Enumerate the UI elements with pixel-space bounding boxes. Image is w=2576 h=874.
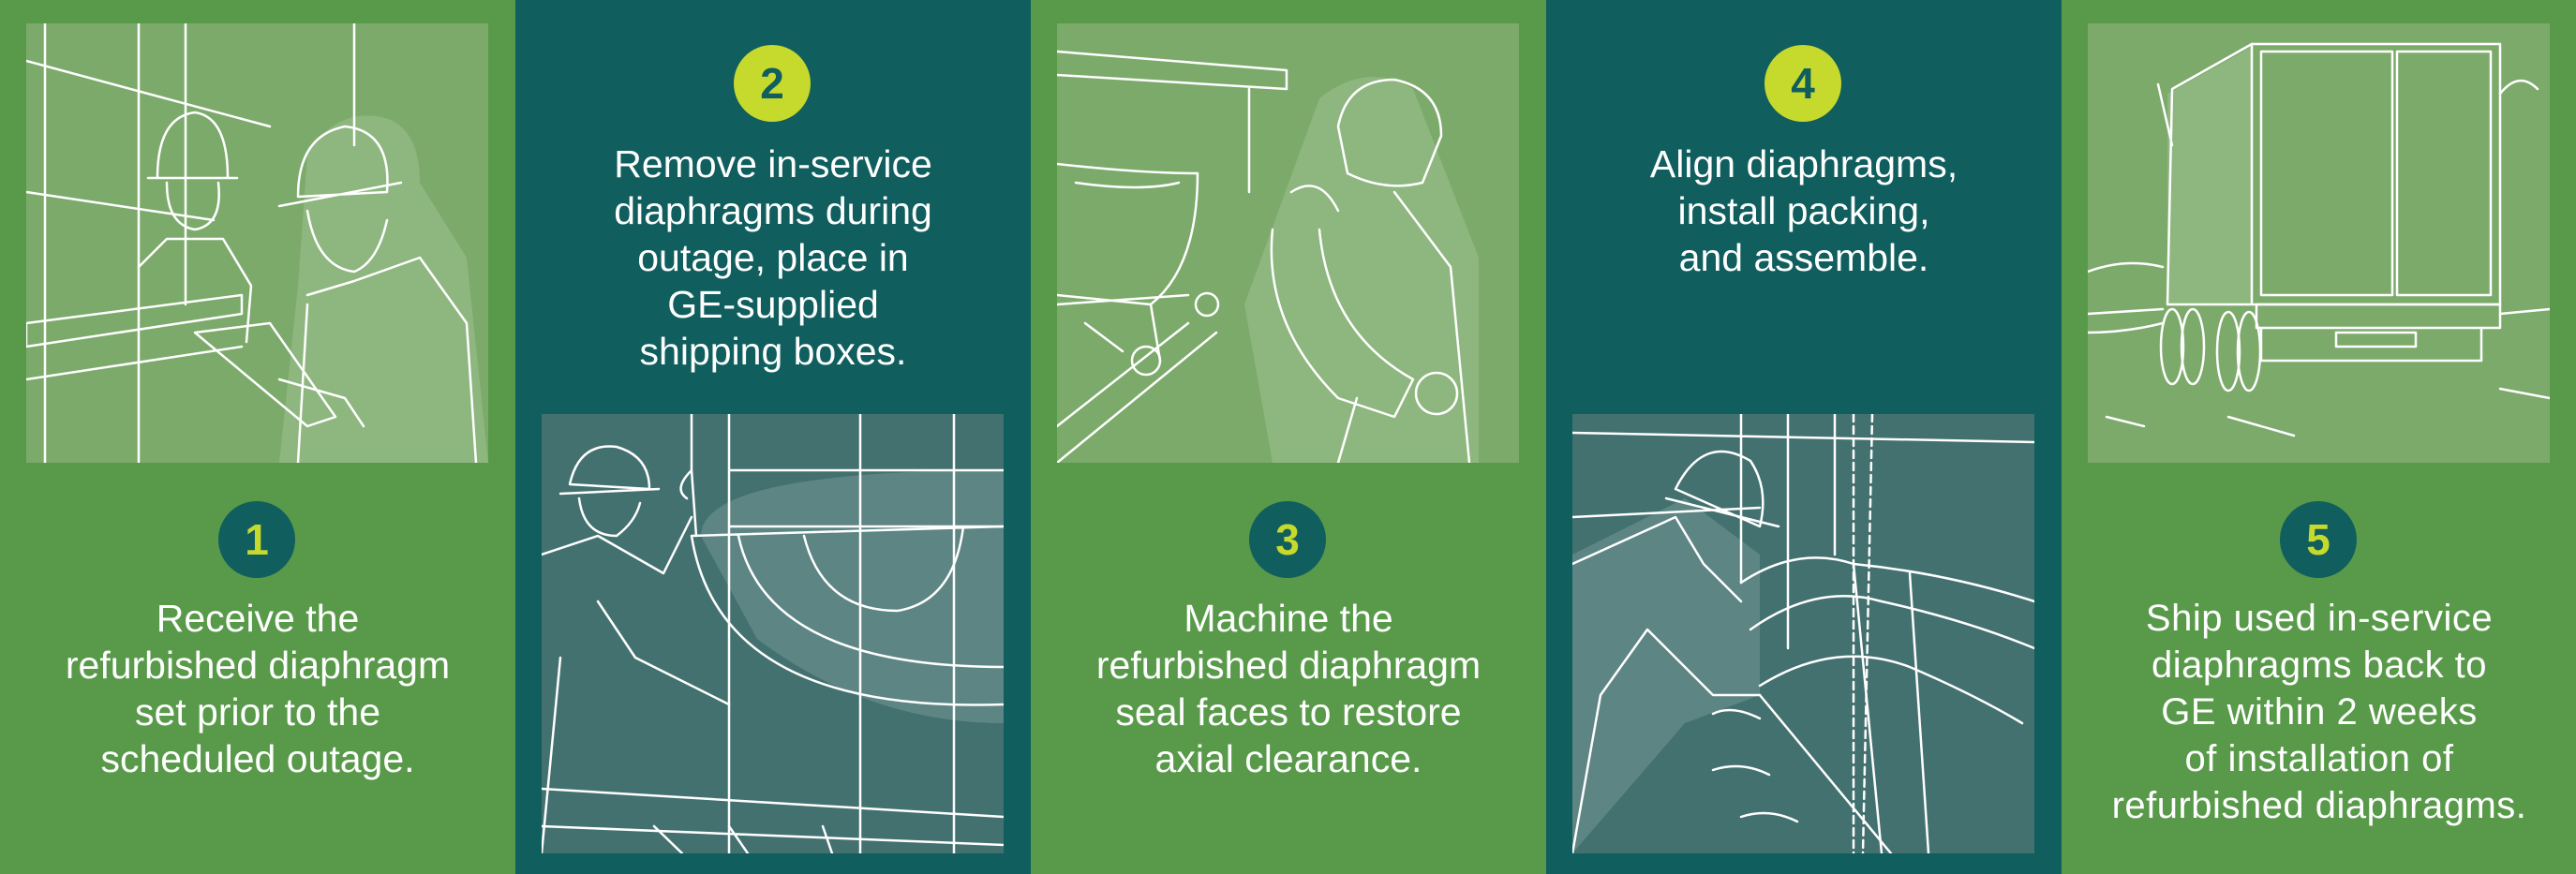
step-4-panel: 4 Align diaphragms, install packing, and… [1546, 0, 2062, 874]
step-description: Machine the refurbished diaphragm seal f… [1040, 595, 1537, 782]
description-line: diaphragms during [614, 189, 932, 232]
description-line: GE-supplied [667, 283, 879, 326]
worker-lifting-diaphragm-illustration [542, 414, 1004, 853]
description-line: Ship used in-service [2145, 598, 2494, 639]
step-number-badge: 5 [2280, 501, 2357, 578]
step-description: Receive the refurbished diaphragm set pr… [9, 595, 506, 782]
step-2-panel: 2 Remove in-service diaphragms during ou… [515, 0, 1031, 874]
step-number-badge: 4 [1764, 45, 1841, 122]
step-5-panel: 5 Ship used in-service diaphragms back t… [2062, 0, 2576, 874]
description-line: refurbished diaphragm [65, 644, 451, 687]
description-line: and assemble. [1678, 236, 1929, 279]
description-line: Receive the [156, 597, 360, 640]
step-description: Align diaphragms, install packing, and a… [1556, 141, 2052, 281]
step-number-badge: 2 [734, 45, 811, 122]
description-line: refurbished diaphragm [1095, 644, 1482, 687]
description-line: outage, place in [637, 236, 909, 279]
description-line: diaphragms back to [2151, 644, 2488, 686]
description-line: Remove in-service [614, 142, 932, 185]
step-1-panel: 1 Receive the refurbished diaphragm set … [0, 0, 515, 874]
description-line: refurbished diaphragms. [2111, 785, 2527, 826]
worker-assembling-rotor-illustration [1572, 414, 2034, 853]
description-line: Align diaphragms, [1649, 142, 1958, 185]
shipping-truck-illustration [2088, 23, 2550, 463]
step-3-panel: 3 Machine the refurbished diaphragm seal… [1031, 0, 1546, 874]
description-line: install packing, [1677, 189, 1930, 232]
description-line: scheduled outage. [100, 737, 415, 780]
description-line: shipping boxes. [639, 330, 907, 373]
workers-clipboard-illustration [26, 23, 488, 463]
description-line: of installation of [2184, 738, 2454, 779]
description-line: Machine the [1184, 597, 1393, 640]
step-description: Ship used in-service diaphragms back to … [2071, 595, 2568, 829]
description-line: GE within 2 weeks [2161, 691, 2478, 733]
description-line: set prior to the [134, 690, 381, 733]
worker-machining-diaphragm-illustration [1057, 23, 1519, 463]
step-number-badge: 3 [1249, 501, 1326, 578]
description-line: axial clearance. [1154, 737, 1422, 780]
step-number-badge: 1 [218, 501, 295, 578]
description-line: seal faces to restore [1115, 690, 1462, 733]
step-description: Remove in-service diaphragms during outa… [525, 141, 1021, 375]
